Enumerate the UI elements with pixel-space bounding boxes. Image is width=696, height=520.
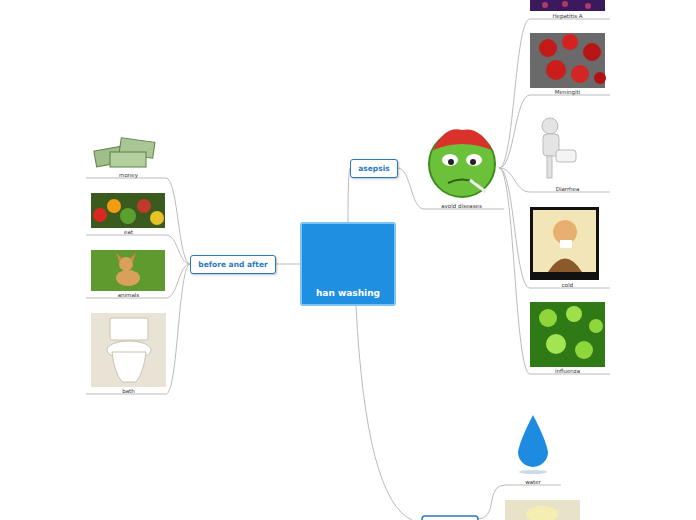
node-label: Meningiti <box>520 89 615 96</box>
soap-picture <box>505 500 580 520</box>
cold-picture <box>530 207 599 280</box>
sick-face-picture <box>424 126 499 200</box>
picture-node: animals <box>91 250 166 299</box>
branch-wire <box>356 306 412 520</box>
branch-connector <box>398 168 504 209</box>
picture-node: eat <box>91 193 166 236</box>
node-label: han washing <box>302 288 394 298</box>
topic-box: before and after <box>190 255 275 274</box>
node-label: cold <box>520 282 615 289</box>
picture-node: cold <box>530 207 605 289</box>
branch-connector <box>86 178 190 264</box>
water-drop-picture <box>505 405 561 478</box>
picture-node: Diarrhea <box>530 111 605 193</box>
picture-node: bath <box>91 313 166 395</box>
picture-node: water <box>505 405 561 486</box>
diarrhea-picture <box>530 111 582 184</box>
branch-connector <box>499 168 610 374</box>
picture-node: avoid diseases <box>424 126 499 210</box>
node-label: Diarrhea <box>520 186 615 193</box>
branch-connector <box>499 168 610 288</box>
branch-connector <box>499 19 610 168</box>
node-label: bath <box>81 388 176 395</box>
branch-connector <box>86 235 190 264</box>
toilet-picture <box>91 313 166 387</box>
node-label: money <box>81 172 176 179</box>
node-label: before and after <box>198 259 267 270</box>
vegetables-picture <box>91 193 165 228</box>
node-label: eat <box>81 229 176 236</box>
picture-node: Meningiti <box>530 33 605 96</box>
node-label: avoid diseases <box>414 203 509 210</box>
branch-connector <box>86 264 190 394</box>
node-label: influenza <box>520 368 615 375</box>
topic-box: asepsis <box>350 159 397 178</box>
picture-node: influenza <box>530 302 605 375</box>
node-label: water <box>495 479 571 486</box>
node-label: Hepatitis A <box>520 13 615 20</box>
branch-wire <box>478 485 561 519</box>
picture-node: Hepatitis A <box>530 0 605 20</box>
money-picture <box>91 133 165 170</box>
picture-node: money <box>91 133 166 179</box>
central-topic: han washing <box>300 222 396 306</box>
node-label: asepsis <box>358 163 389 174</box>
dog-picture <box>91 250 165 291</box>
meningitis-picture <box>530 33 606 88</box>
influenza-picture <box>530 302 605 367</box>
hepatitis-picture <box>530 0 605 11</box>
branch-connector <box>499 95 610 168</box>
branch-connector <box>276 264 300 265</box>
cut-branch-box <box>422 516 478 520</box>
node-label: animals <box>81 292 176 299</box>
branch-connector <box>499 168 610 192</box>
